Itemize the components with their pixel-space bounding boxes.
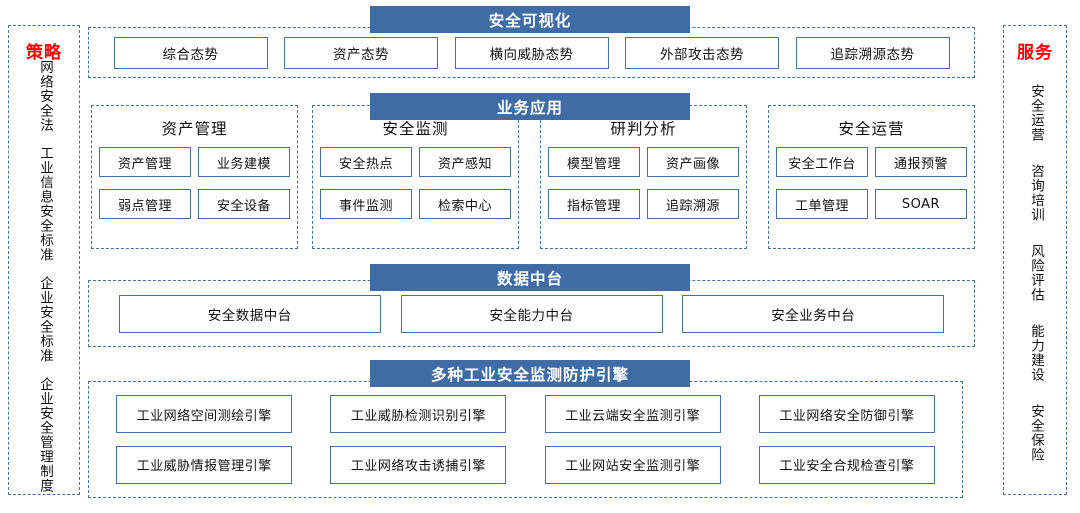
engine-item[interactable]: 工业威胁情报管理引擎 — [116, 445, 293, 484]
strategy-pillar-items: 网络安全法 工业信息安全标准 企业安全标准 企业安全管理制度 — [36, 60, 53, 494]
business-item[interactable]: 追踪溯源 — [647, 189, 739, 219]
business-item[interactable]: 指标管理 — [548, 189, 640, 219]
business-group-items: 模型管理 资产画像 指标管理 追踪溯源 — [548, 147, 739, 219]
strategy-pillar-title: 策略 — [26, 43, 62, 63]
business-item[interactable]: SOAR — [875, 189, 967, 219]
business-item[interactable]: 资产管理 — [99, 147, 191, 177]
business-item[interactable]: 通报预警 — [875, 147, 967, 177]
business-item[interactable]: 检索中心 — [419, 189, 511, 219]
visualization-item[interactable]: 综合态势 — [113, 36, 268, 69]
business-item[interactable]: 业务建模 — [198, 147, 290, 177]
data-platform-items: 安全数据中台 安全能力中台 安全业务中台 — [89, 281, 974, 346]
engine-item[interactable]: 工业网络空间测绘引擎 — [116, 395, 293, 434]
service-pillar: 服务 安全运营 咨询培训 风险评估 能力建设 安全保险 — [1003, 25, 1067, 495]
visualization-item[interactable]: 外部攻击态势 — [625, 36, 779, 69]
service-item: 安全运营 — [1027, 83, 1044, 142]
business-group-title: 资产管理 — [161, 120, 228, 138]
engine-item[interactable]: 工业云端安全监测引擎 — [544, 395, 721, 434]
visualization-layer: 综合态势 资产态势 横向威胁态势 外部攻击态势 追踪溯源态势 — [88, 27, 975, 78]
strategy-item: 企业安全管理制度 — [36, 377, 53, 494]
business-item[interactable]: 安全设备 — [198, 189, 290, 219]
service-pillar-title: 服务 — [1017, 43, 1053, 63]
engine-item[interactable]: 工业网络安全防御引擎 — [758, 395, 935, 434]
engine-item[interactable]: 工业威胁检测识别引擎 — [330, 395, 507, 434]
visualization-item[interactable]: 追踪溯源态势 — [795, 36, 950, 69]
business-group-asset-management: 资产管理 资产管理 业务建模 弱点管理 安全设备 — [91, 105, 298, 249]
business-group-title: 安全运营 — [838, 120, 905, 138]
data-platform-item[interactable]: 安全业务中台 — [682, 294, 945, 333]
strategy-item: 网络安全法 — [36, 59, 53, 133]
business-layer-title: 业务应用 — [370, 93, 690, 120]
service-pillar-items: 安全运营 咨询培训 风险评估 能力建设 安全保险 — [1027, 73, 1044, 494]
business-item[interactable]: 安全工作台 — [776, 147, 868, 177]
visualization-item[interactable]: 横向威胁态势 — [454, 36, 609, 69]
business-item[interactable]: 事件监测 — [320, 189, 412, 219]
business-group-security-monitoring: 安全监测 安全热点 资产感知 事件监测 检索中心 — [312, 105, 519, 249]
service-item: 咨询培训 — [1027, 163, 1044, 222]
business-item[interactable]: 工单管理 — [776, 189, 868, 219]
business-item[interactable]: 资产画像 — [647, 147, 739, 177]
data-platform-item[interactable]: 安全能力中台 — [400, 294, 663, 333]
visualization-item[interactable]: 资产态势 — [284, 36, 438, 69]
business-item[interactable]: 安全热点 — [320, 147, 412, 177]
strategy-pillar: 策略 网络安全法 工业信息安全标准 企业安全标准 企业安全管理制度 — [8, 25, 80, 495]
visualization-items: 综合态势 资产态势 横向威胁态势 外部攻击态势 追踪溯源态势 — [89, 28, 974, 77]
strategy-item: 工业信息安全标准 — [36, 146, 53, 263]
engine-item[interactable]: 工业安全合规检查引擎 — [758, 445, 935, 484]
business-group-security-operations: 安全运营 安全工作台 通报预警 工单管理 SOAR — [768, 105, 975, 249]
service-item: 风险评估 — [1027, 243, 1044, 302]
business-item[interactable]: 资产感知 — [419, 147, 511, 177]
engine-item[interactable]: 工业网络攻击诱捕引擎 — [330, 445, 507, 484]
visualization-layer-title: 安全可视化 — [370, 6, 690, 33]
business-group-title: 安全监测 — [382, 120, 449, 138]
service-item: 能力建设 — [1027, 323, 1044, 382]
business-item[interactable]: 模型管理 — [548, 147, 640, 177]
engine-layer-title: 多种工业安全监测防护引擎 — [370, 360, 690, 387]
service-item: 安全保险 — [1027, 403, 1044, 462]
engine-items: 工业网络空间测绘引擎 工业威胁检测识别引擎 工业云端安全监测引擎 工业网络安全防… — [89, 382, 962, 497]
business-group-items: 安全工作台 通报预警 工单管理 SOAR — [776, 147, 967, 219]
data-platform-layer: 安全数据中台 安全能力中台 安全业务中台 — [88, 280, 975, 347]
data-platform-item[interactable]: 安全数据中台 — [118, 294, 381, 333]
engine-layer: 工业网络空间测绘引擎 工业威胁检测识别引擎 工业云端安全监测引擎 工业网络安全防… — [88, 381, 963, 498]
engine-item[interactable]: 工业网站安全监测引擎 — [544, 445, 721, 484]
business-group-items: 安全热点 资产感知 事件监测 检索中心 — [320, 147, 511, 219]
business-item[interactable]: 弱点管理 — [99, 189, 191, 219]
business-group-items: 资产管理 业务建模 弱点管理 安全设备 — [99, 147, 290, 219]
business-group-analysis: 研判分析 模型管理 资产画像 指标管理 追踪溯源 — [540, 105, 747, 249]
business-group-title: 研判分析 — [610, 120, 677, 138]
strategy-item: 企业安全标准 — [36, 276, 53, 364]
data-platform-layer-title: 数据中台 — [370, 264, 690, 291]
